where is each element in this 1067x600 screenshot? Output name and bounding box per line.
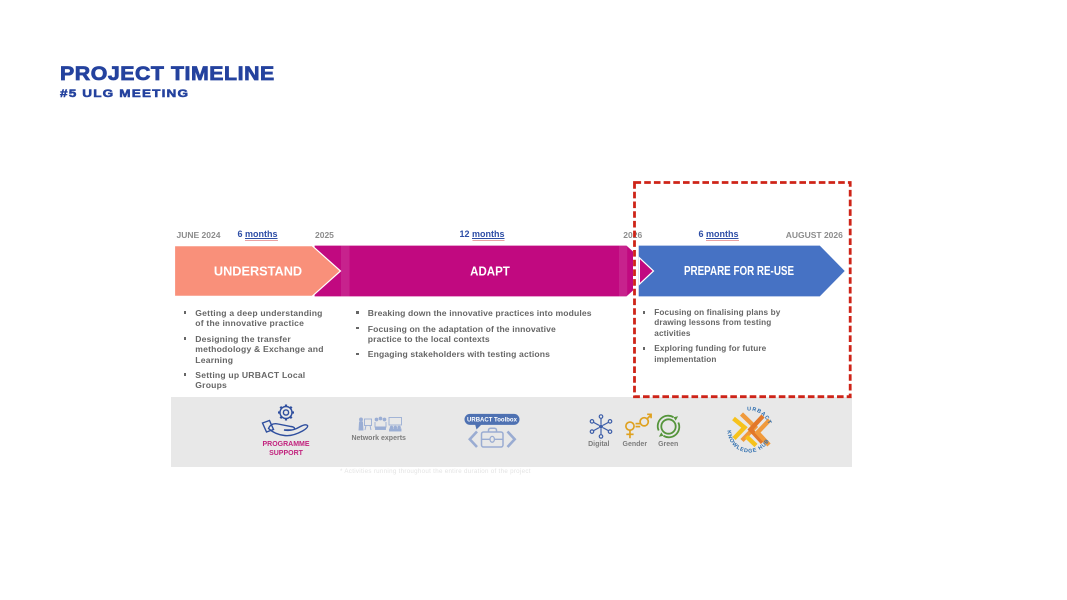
svg-text:URBACT Toolbox: URBACT Toolbox	[467, 418, 518, 424]
